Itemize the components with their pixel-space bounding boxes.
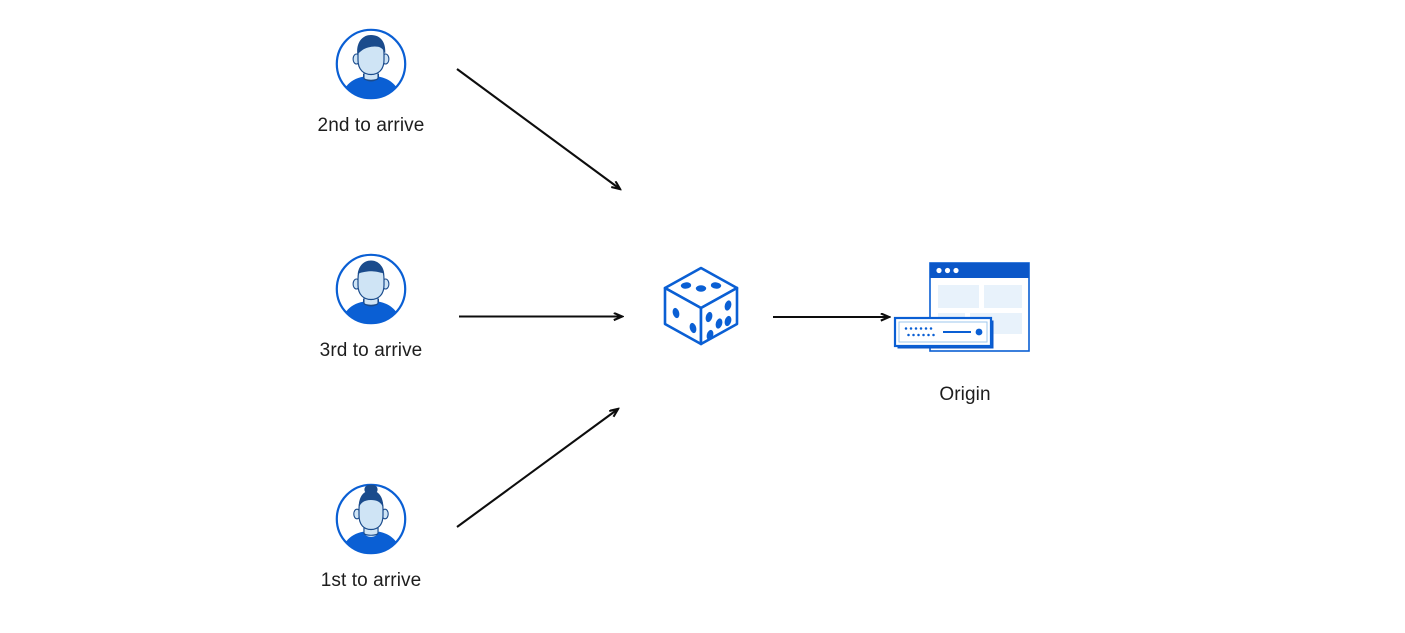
arrow-user-2nd-to-dice: [456, 68, 620, 189]
user-avatar-icon: [333, 251, 409, 327]
node-origin[interactable]: Origin: [885, 258, 1045, 404]
node-label-user-2nd: 2nd to arrive: [317, 115, 425, 136]
origin-server-icon: [885, 258, 1045, 363]
arrow-user-1st-to-dice: [456, 409, 618, 528]
server-box-shape: [893, 316, 994, 349]
user-avatar-icon: [333, 481, 409, 557]
node-user-1st[interactable]: 1st to arrive: [291, 481, 451, 590]
node-label-user-3rd: 3rd to arrive: [319, 340, 423, 361]
node-label-origin: Origin: [939, 384, 991, 405]
node-user-2nd[interactable]: 2nd to arrive: [291, 26, 451, 135]
user-avatar-icon: [333, 26, 409, 102]
node-label-user-1st: 1st to arrive: [320, 570, 422, 591]
node-dice[interactable]: [655, 260, 747, 352]
node-user-3rd[interactable]: 3rd to arrive: [291, 251, 451, 360]
dice-icon: [655, 260, 747, 352]
